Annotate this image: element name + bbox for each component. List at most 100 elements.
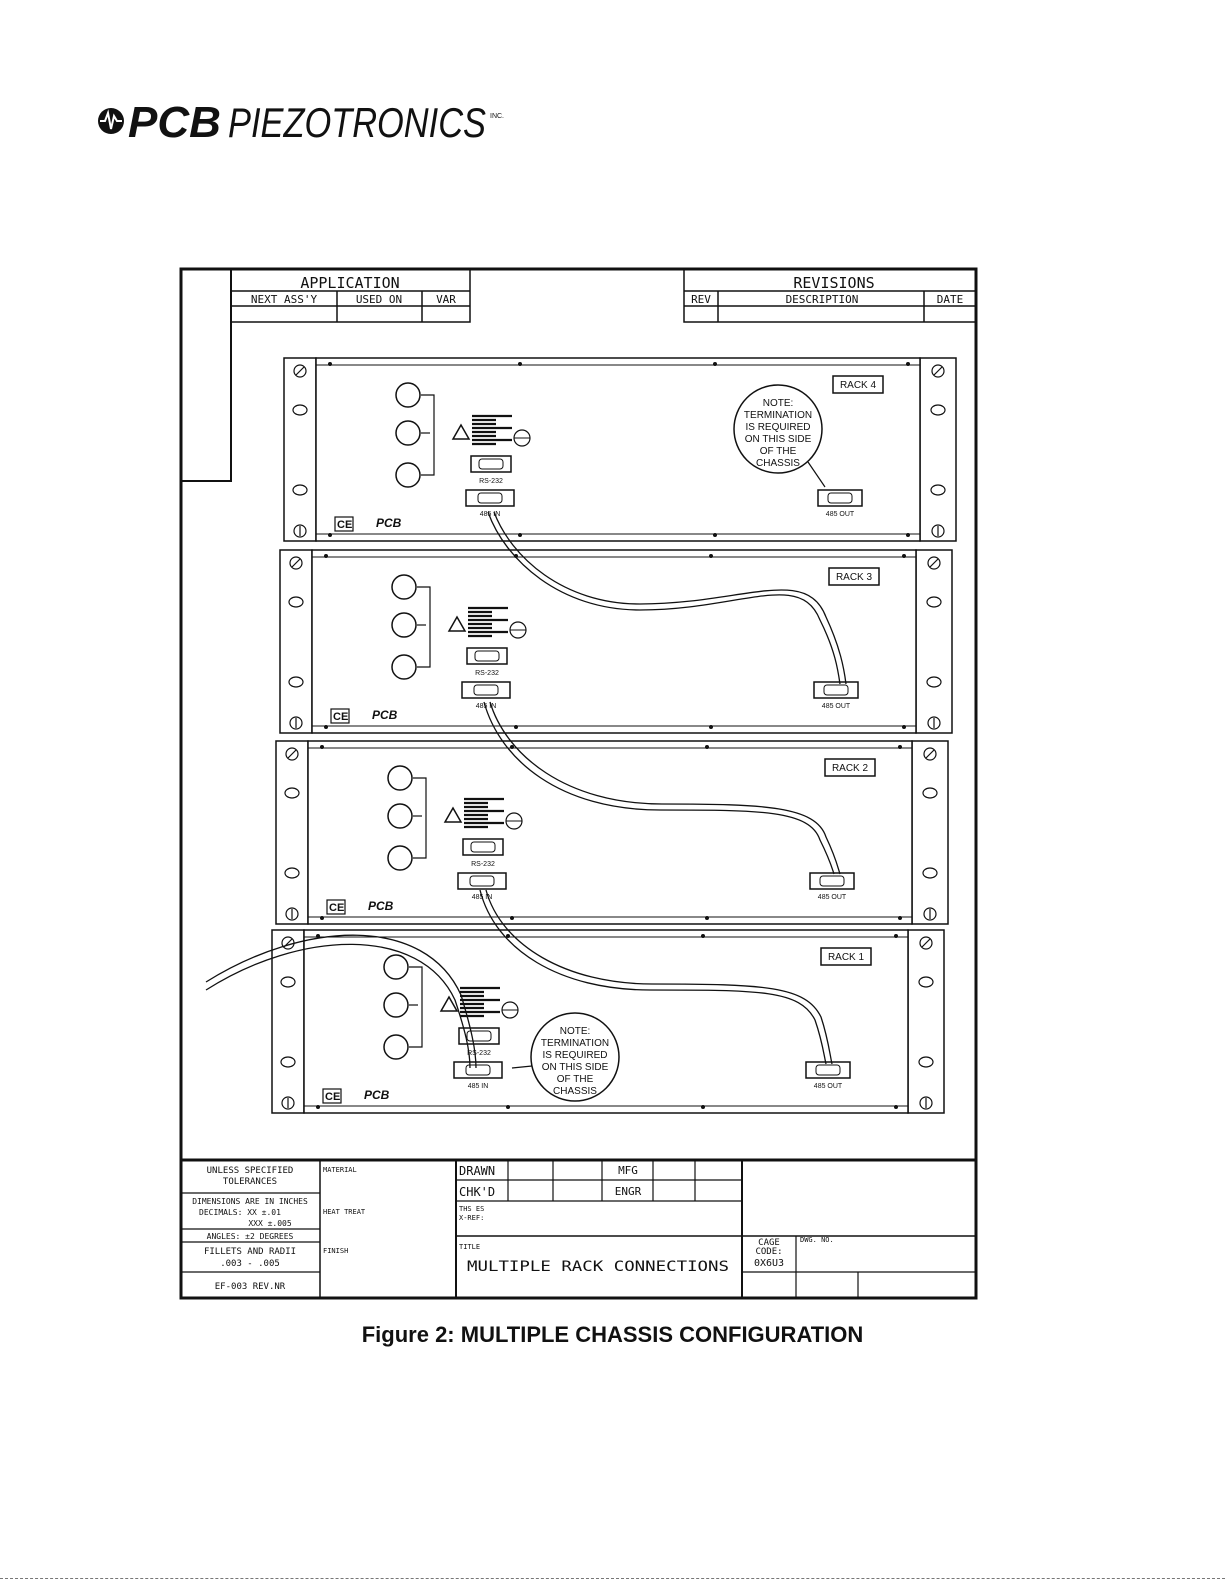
note-bottom-line-2: TERMINATION: [541, 1038, 609, 1049]
tb-tolerances-2: TOLERANCES: [223, 1177, 277, 1187]
ce-mark: CE: [329, 902, 344, 914]
ear-slot: [918, 976, 934, 988]
revisions-col-rev: REV: [691, 293, 711, 306]
note-bottom: NOTE: TERMINATION IS REQUIRED ON THIS SI…: [511, 1012, 620, 1102]
ear-slot: [922, 867, 938, 879]
tb-engr: ENGR: [615, 1185, 642, 1198]
tb-material: MATERIAL: [323, 1166, 357, 1174]
rack-label: RACK 3: [836, 572, 873, 583]
panel-screw: [324, 725, 328, 729]
rs232-connector: [462, 838, 504, 856]
page-cut-line: [0, 1578, 1225, 1579]
revisions-title: REVISIONS: [793, 274, 874, 292]
rs485-in-connector: [453, 1061, 503, 1079]
note-top: NOTE: TERMINATION IS REQUIRED ON THIS SI…: [733, 384, 826, 488]
revisions-block: REVISIONS REV DESCRIPTION DATE: [683, 268, 977, 323]
panel-screw: [906, 533, 910, 537]
rack-label-box: [832, 375, 884, 394]
rs232-connector: [466, 647, 508, 665]
note-top-line-2: TERMINATION: [744, 410, 812, 421]
application-block: APPLICATION NEXT ASS'Y USED ON VAR: [230, 268, 471, 323]
rack-label: RACK 1: [828, 952, 865, 963]
panel-screw: [894, 934, 898, 938]
rs232-label: RS-232: [471, 861, 495, 868]
rack-right-ear: [919, 357, 957, 542]
bnc-connector: [391, 612, 417, 638]
ear-slot: [930, 484, 946, 496]
panel-screw: [316, 1105, 320, 1109]
cable-rack3-to-rack2-b: [489, 701, 841, 875]
bnc-connector: [391, 654, 417, 680]
tb-angles: ANGLES: ±2 DEGREES: [207, 1232, 294, 1241]
rack-left-ear: [275, 740, 309, 925]
rack-right-ear: [911, 740, 949, 925]
rs485-in-label: 485 IN: [468, 1083, 489, 1090]
tb-chkd: CHK'D: [459, 1185, 495, 1199]
ear-slot: [280, 1056, 296, 1068]
logo-brand: PCB: [128, 98, 221, 147]
warning-icon: [447, 615, 467, 632]
panel-screw: [894, 1105, 898, 1109]
logo-suffix: INC.: [490, 113, 504, 120]
ear-screw: [919, 936, 933, 950]
rack-label: RACK 4: [840, 380, 877, 391]
panel-screw: [713, 362, 717, 366]
rs232-label: RS-232: [467, 1050, 491, 1057]
ear-screw: [927, 556, 941, 570]
application-col-used-on: USED ON: [356, 293, 402, 306]
pcb-panel-logo: PCB: [364, 1088, 390, 1102]
tb-form: EF-003 REV.NR: [215, 1282, 286, 1292]
rs485-out-label: 485 OUT: [818, 894, 847, 901]
bnc-connector: [391, 574, 417, 600]
rs232-label: RS-232: [479, 478, 503, 485]
warning-icon: [451, 423, 471, 440]
ear-slot: [288, 596, 304, 608]
rs485-out-label: 485 OUT: [822, 703, 851, 710]
application-col-next-assy: NEXT ASS'Y: [251, 293, 318, 306]
tb-cage-label-2: CODE:: [755, 1247, 782, 1257]
panel-screw: [328, 362, 332, 366]
tb-fillets-2: .003 - .005: [220, 1259, 280, 1269]
tb-dwg-no: DWG. NO.: [800, 1236, 834, 1244]
note-top-line-5: OF THE: [760, 446, 797, 457]
panel-screw: [709, 725, 713, 729]
tb-cage-code: 0X6U3: [754, 1258, 784, 1269]
panel-screw: [324, 554, 328, 558]
note-bottom-line-3: IS REQUIRED: [542, 1050, 607, 1061]
rack-right-ear: [907, 929, 945, 1114]
tb-xref: X-REF:: [459, 1214, 484, 1222]
panel-screw: [514, 725, 518, 729]
tb-cage-label-1: CAGE: [758, 1238, 780, 1248]
rack-label-box: [828, 567, 880, 586]
ear-slot: [922, 787, 938, 799]
panel-screw: [705, 745, 709, 749]
rack-label-box: [824, 758, 876, 777]
bnc-connector: [395, 462, 421, 488]
pcb-panel-logo: PCB: [372, 708, 398, 722]
ear-slot: [930, 404, 946, 416]
pcb-panel-logo: PCB: [376, 516, 402, 530]
tb-heat-treat: HEAT TREAT: [323, 1208, 366, 1216]
ce-mark: CE: [325, 1091, 340, 1103]
panel-screw: [510, 916, 514, 920]
rs485-out-connector: [817, 489, 863, 507]
cable-rack4-to-rack3: [487, 511, 841, 685]
panel-screw: [898, 745, 902, 749]
bnc-connector: [395, 382, 421, 408]
ear-screw: [919, 1096, 933, 1110]
application-title: APPLICATION: [300, 274, 399, 292]
cables: [205, 511, 847, 1069]
ear-screw: [285, 747, 299, 761]
panel-screw: [902, 554, 906, 558]
external-cable: [205, 943, 471, 1069]
bnc-connector: [387, 765, 413, 791]
ce-mark: CE: [337, 519, 352, 531]
tb-title: MULTIPLE RACK CONNECTIONS: [467, 1259, 729, 1275]
rack-label-box: [820, 947, 872, 966]
ear-screw: [931, 524, 945, 538]
note-bottom-line-6: CHASSIS: [553, 1086, 597, 1097]
note-bottom-line-5: OF THE: [557, 1074, 594, 1085]
panel-screw: [506, 934, 510, 938]
